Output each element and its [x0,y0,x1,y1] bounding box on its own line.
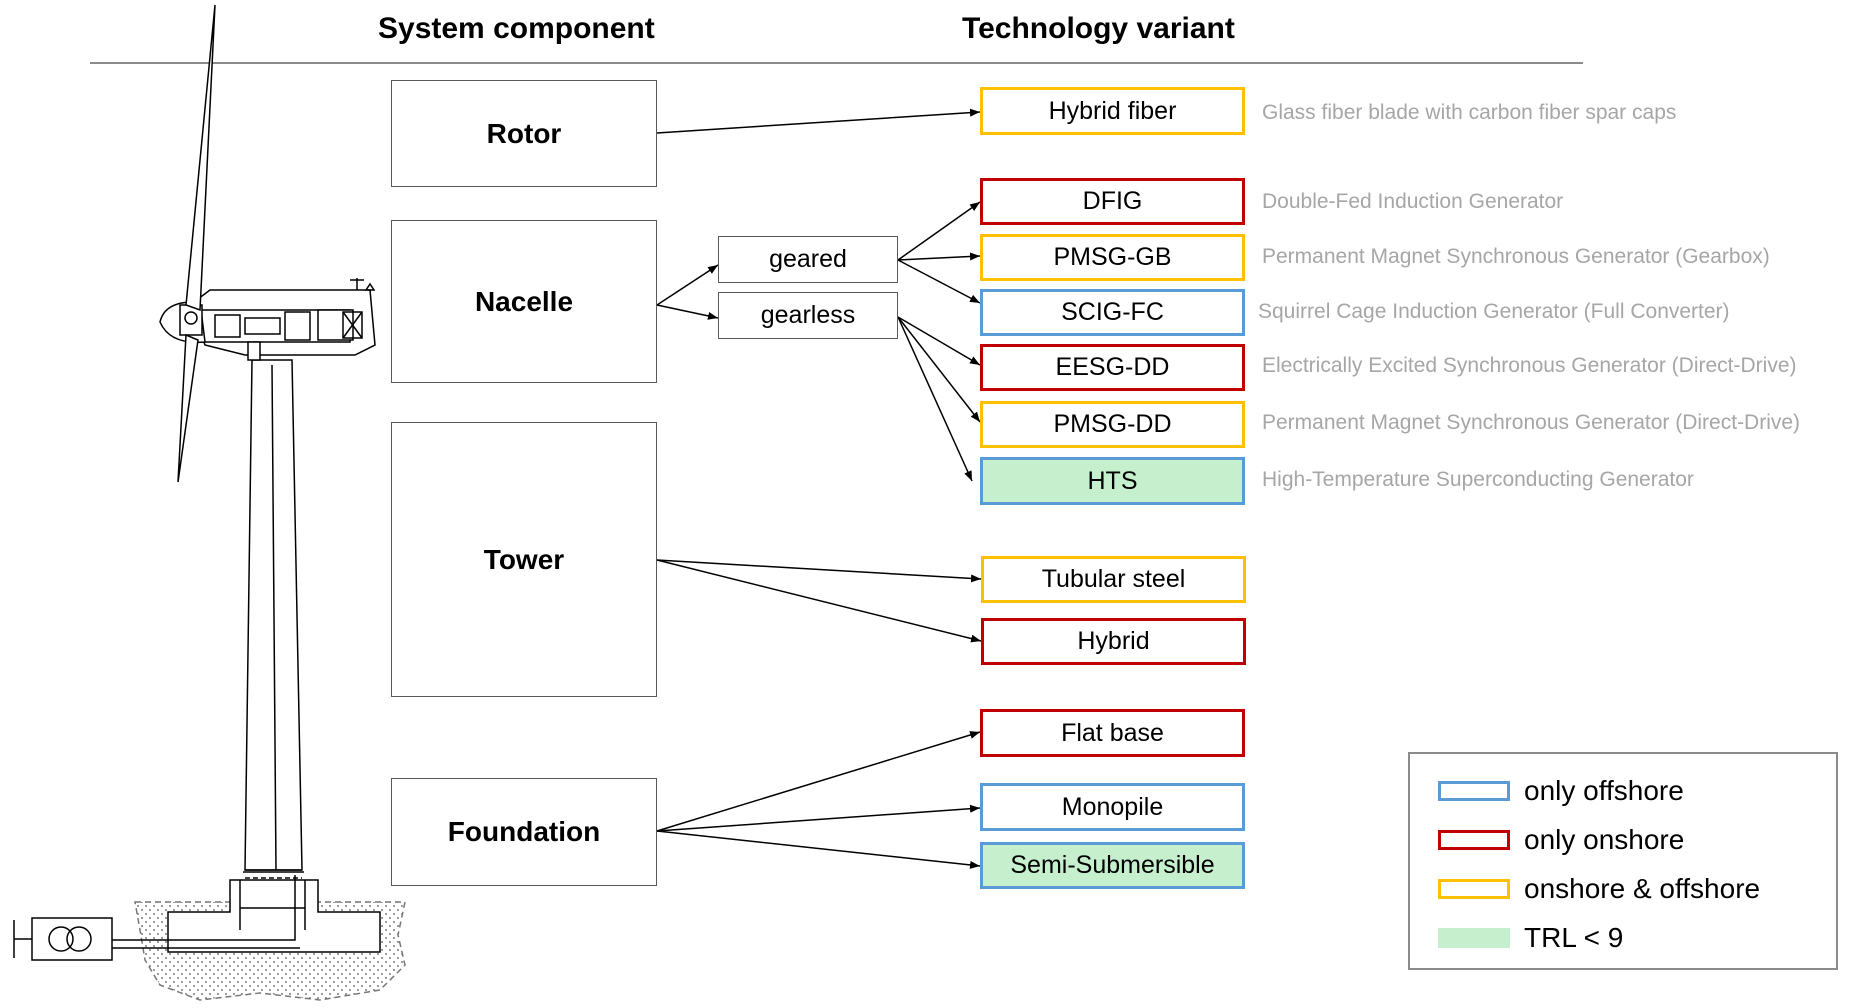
legend-item-onshore: only onshore [1438,824,1684,856]
nacelle-type-gearless: gearless [718,292,898,339]
technology-variant-header: Technology variant [962,12,1235,45]
legend-swatch-both [1438,879,1510,899]
variant-hybrid-tower: Hybrid [981,618,1246,665]
variant-pmsg-dd: PMSG-DD [980,401,1245,448]
legend-swatch-offshore [1438,781,1510,801]
desc-pmsg-gb: Permanent Magnet Synchronous Generator (… [1262,245,1770,268]
desc-pmsg-dd: Permanent Magnet Synchronous Generator (… [1262,411,1801,434]
nacelle-type-geared: geared [718,236,898,283]
blade-top [185,4,216,312]
system-component-header: System component [378,12,655,45]
variant-semi-submersible: Semi-Submersible [980,842,1245,889]
desc-hybrid-fiber: Glass fiber blade with carbon fiber spar… [1262,101,1677,124]
legend-item-both: onshore & offshore [1438,873,1760,905]
variant-scig-fc: SCIG-FC [980,289,1245,336]
variant-tubular-steel: Tubular steel [981,556,1246,603]
variant-dfig: DFIG [980,178,1245,225]
transformer-box [31,917,113,961]
variant-pmsg-gb: PMSG-GB [980,234,1245,281]
desc-scig-fc: Squirrel Cage Induction Generator (Full … [1258,300,1730,323]
desc-hts: High-Temperature Superconducting Generat… [1262,468,1694,491]
variant-hybrid-fiber: Hybrid fiber [980,87,1245,135]
variant-monopile: Monopile [980,783,1245,831]
blade-bottom [177,333,199,483]
legend-swatch-trl [1438,928,1510,948]
component-nacelle: Nacelle [391,220,657,383]
legend-swatch-onshore [1438,830,1510,850]
variant-flat-base: Flat base [980,709,1245,757]
desc-dfig: Double-Fed Induction Generator [1262,190,1564,213]
legend-item-trl: TRL < 9 [1438,922,1623,954]
desc-eesg-dd: Electrically Excited Synchronous Generat… [1262,354,1797,377]
wind-turbine-illustration [13,4,406,1001]
component-rotor: Rotor [391,80,657,187]
component-tower: Tower [391,422,657,697]
component-foundation: Foundation [391,778,657,886]
legend-item-offshore: only offshore [1438,775,1684,807]
legend-label-trl: TRL < 9 [1524,922,1624,953]
legend-label-offshore: only offshore [1524,775,1684,806]
legend: only offshore only onshore onshore & off… [1408,752,1838,970]
variant-hts: HTS [980,457,1245,505]
legend-label-onshore: only onshore [1524,824,1685,855]
variant-eesg-dd: EESG-DD [980,344,1245,391]
connector-arrows [656,108,982,869]
legend-label-both: onshore & offshore [1524,873,1761,904]
